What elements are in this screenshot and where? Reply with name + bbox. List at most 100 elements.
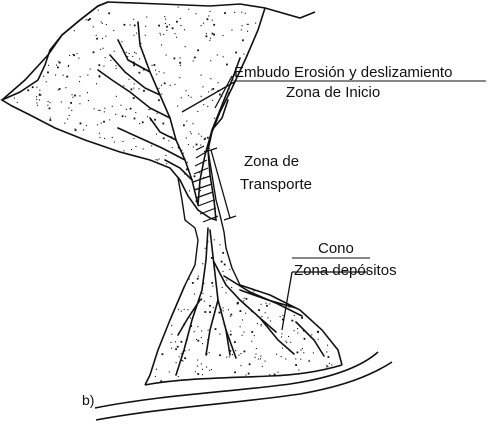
stipple-dot: [101, 21, 102, 22]
stipple-dot: [202, 293, 203, 294]
stipple-dot: [132, 56, 133, 57]
stipple-dot: [201, 363, 202, 364]
stipple-dot: [245, 13, 246, 14]
stipple-dot: [77, 53, 78, 54]
stipple-dot: [200, 186, 201, 187]
stipple-dot: [202, 343, 203, 344]
stipple-dot: [195, 371, 196, 372]
stipple-dot: [203, 283, 204, 284]
stipple-dot: [110, 60, 111, 61]
stipple-dot: [105, 36, 106, 37]
stipple-dot: [50, 118, 51, 119]
stipple-dot: [196, 339, 197, 340]
stipple-dot: [78, 58, 79, 59]
stipple-dot: [206, 367, 207, 368]
stipple-dot: [184, 174, 185, 175]
stipple-dot: [143, 69, 145, 71]
stipple-dot: [154, 124, 155, 125]
stipple-dot: [105, 57, 106, 58]
stipple-dot: [190, 318, 191, 319]
stipple-dot: [96, 38, 98, 40]
stipple-dot: [133, 64, 135, 66]
stipple-dot: [261, 316, 262, 317]
stipple-dot: [160, 147, 161, 148]
stipple-dot: [174, 84, 175, 85]
stipple-dot: [130, 24, 131, 25]
stipple-dot: [298, 370, 299, 371]
stipple-dot: [195, 13, 196, 14]
stipple-dot: [147, 116, 148, 117]
stipple-dot: [198, 188, 199, 189]
stipple-dot: [226, 292, 227, 293]
stipple-dot: [250, 310, 251, 311]
stipple-dot: [262, 366, 263, 367]
stipple-dot: [221, 96, 222, 97]
stipple-dot: [201, 25, 202, 26]
stipple-dot: [184, 29, 185, 30]
stipple-dot: [70, 102, 72, 104]
label-zona-depositos: Zona depósitos: [294, 262, 397, 279]
stipple-dot: [176, 21, 178, 23]
stipple-dot: [171, 334, 172, 335]
stipple-dot: [207, 241, 209, 243]
stipple-dot: [100, 49, 101, 50]
stipple-dot: [46, 81, 47, 82]
stipple-dot: [151, 74, 152, 75]
stipple-dot: [309, 360, 310, 361]
stipple-dot: [238, 355, 239, 356]
stipple-dot: [251, 341, 252, 342]
stipple-dot: [186, 162, 187, 163]
stipple-dot: [99, 137, 100, 138]
stipple-dot: [265, 312, 266, 313]
stipple-dot: [219, 354, 221, 356]
stipple-dot: [156, 134, 157, 135]
stipple-dot: [276, 354, 277, 355]
stipple-dot: [68, 65, 69, 66]
stipple-dot: [69, 115, 70, 116]
stipple-dot: [48, 65, 49, 66]
stipple-dot: [74, 30, 75, 31]
stipple-dot: [36, 99, 37, 100]
stipple-dot: [242, 39, 244, 41]
stipple-dot: [303, 330, 305, 332]
stipple-dot: [242, 25, 243, 26]
stipple-dot: [281, 356, 282, 357]
stipple-dot: [231, 287, 232, 288]
stipple-dot: [210, 78, 211, 79]
stipple-dot: [213, 34, 215, 36]
stipple-dot: [157, 159, 158, 160]
stipple-dot: [188, 144, 189, 145]
stipple-dot: [126, 52, 127, 53]
stipple-dot: [180, 18, 181, 19]
stipple-dot: [113, 30, 114, 31]
stipple-dot: [254, 335, 255, 336]
stipple-dot: [166, 163, 167, 164]
stipple-dot: [169, 371, 170, 372]
stipple-dot: [133, 35, 134, 36]
stipple-dot: [218, 90, 219, 91]
stipple-dot: [251, 311, 252, 312]
stipple-dot: [282, 319, 284, 321]
stipple-dot: [206, 33, 207, 34]
stipple-dot: [201, 337, 202, 338]
stipple-dot: [190, 131, 191, 132]
stipple-dot: [260, 358, 261, 359]
stipple-dot: [98, 10, 99, 11]
stipple-dot: [126, 109, 127, 110]
stipple-dot: [162, 123, 164, 125]
stipple-dot: [263, 321, 264, 322]
stipple-dot: [133, 19, 134, 20]
stipple-dot: [47, 72, 49, 74]
stipple-dot: [207, 137, 209, 139]
stipple-dot: [229, 88, 230, 89]
stipple-dot: [104, 108, 105, 109]
stipple-dot: [125, 116, 126, 117]
stipple-dot: [176, 37, 177, 38]
stipple-dot: [203, 177, 204, 178]
stipple-dot: [103, 48, 104, 49]
stipple-dot: [159, 71, 160, 72]
stipple-dot: [223, 271, 224, 272]
stipple-dot: [230, 331, 231, 332]
stipple-dot: [265, 361, 266, 362]
stipple-dot: [246, 55, 247, 56]
